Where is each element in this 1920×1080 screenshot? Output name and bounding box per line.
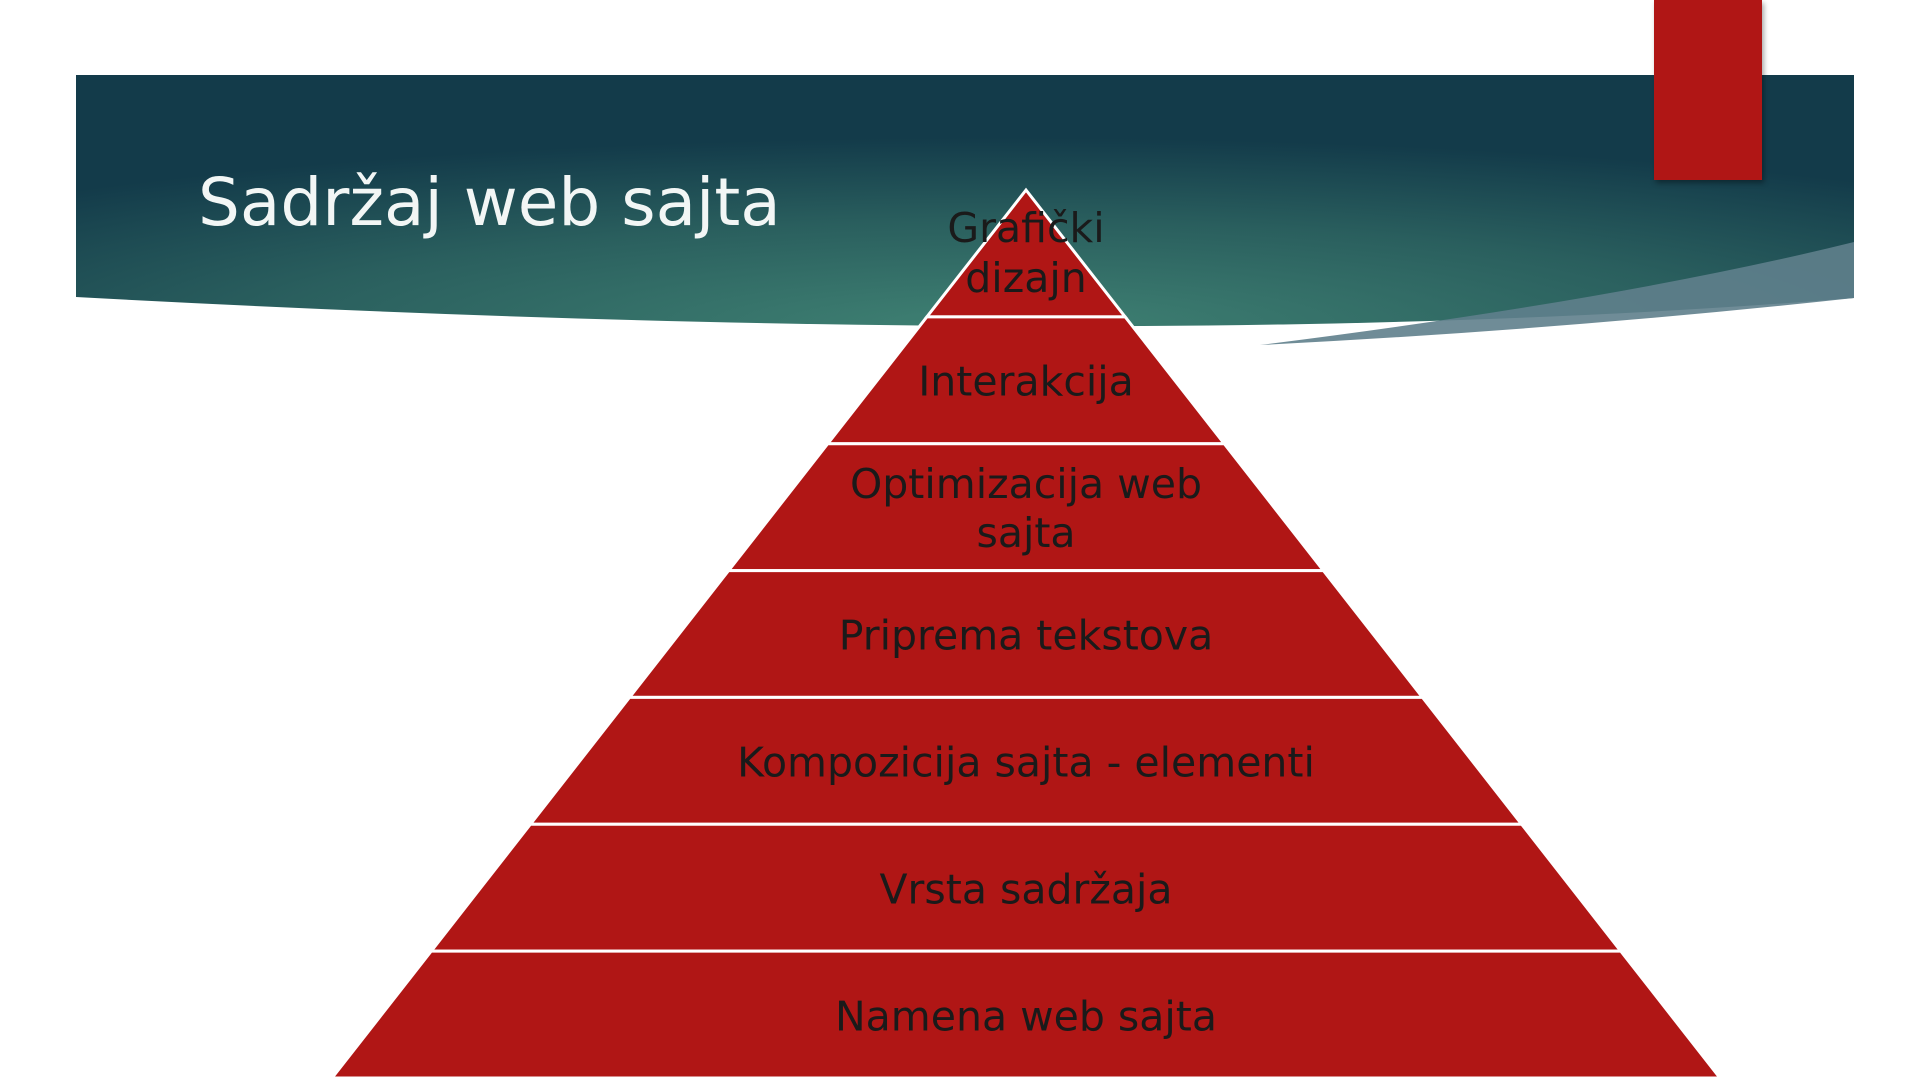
slide-title: Sadržaj web sajta — [198, 164, 781, 241]
pyramid-level-label: Optimizacija web sajta — [849, 459, 1203, 558]
accent-tab — [1654, 0, 1762, 180]
pyramid-level-label: Grafički dizajn — [947, 204, 1105, 302]
banner-shape — [76, 75, 1854, 327]
pyramid-level-label: Vrsta sadržaja — [879, 865, 1173, 914]
pyramid-level-label: Kompozicija sajta - elementi — [737, 738, 1315, 787]
pyramid-level-label: Namena web sajta — [835, 991, 1217, 1040]
pyramid-level-7 — [328, 949, 1724, 1080]
pyramid-level-label: Priprema tekstova — [838, 611, 1214, 660]
pyramid-level-label: Interakcija — [918, 357, 1134, 406]
banner-swoosh — [1260, 242, 1854, 345]
